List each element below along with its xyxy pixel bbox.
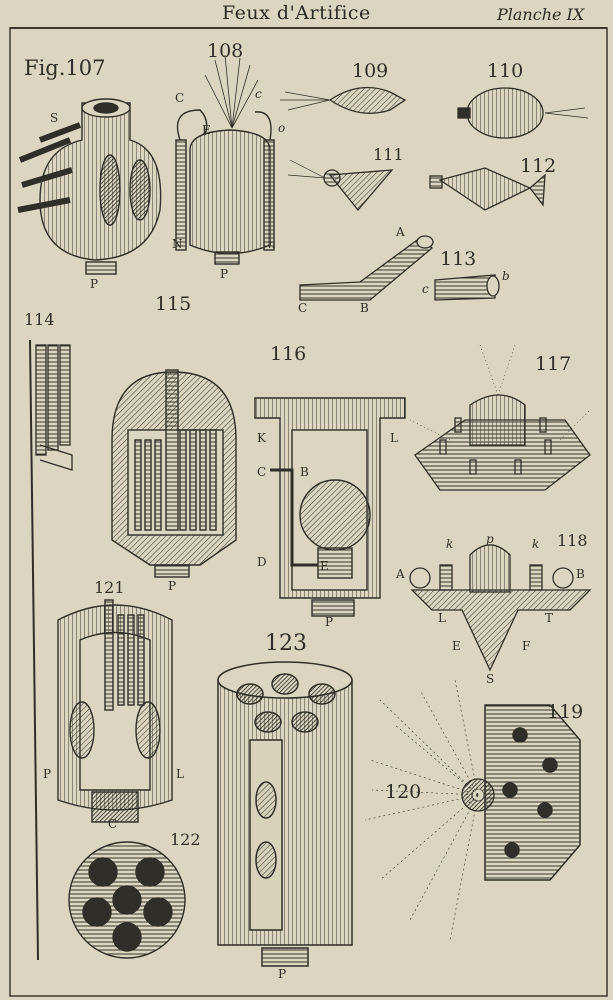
letter-c-small-113: c — [422, 282, 429, 296]
figure-120-label: 120 — [385, 781, 422, 803]
figure-123-label: 123 — [265, 631, 307, 656]
letter-n-108: N — [172, 237, 183, 251]
letter-c-116: C — [257, 465, 267, 479]
fig-113-drawing — [299, 235, 500, 301]
letter-c-small-108: c — [255, 87, 262, 101]
figure-114-label: 114 — [24, 310, 55, 329]
figure-116-label: 116 — [270, 343, 307, 365]
letter-e-108: E — [202, 123, 211, 137]
letter-a-118: A — [396, 567, 405, 581]
fig-111-drawing — [287, 159, 394, 212]
letter-l-118: L — [438, 611, 446, 625]
letter-t-118: T — [545, 611, 554, 625]
figure-112-label: 112 — [520, 155, 557, 177]
letter-o-108: o — [278, 121, 286, 135]
figure-115-label: 115 — [155, 293, 192, 315]
letter-c-108: C — [175, 91, 185, 105]
letter-k-118: k — [446, 537, 454, 551]
letter-l-116: L — [390, 431, 398, 445]
fig-119-drawing — [484, 704, 581, 881]
letter-n-small-108: n — [268, 237, 276, 251]
fig-110-drawing — [457, 87, 589, 139]
fig-116-drawing — [254, 397, 406, 617]
fig-120-drawing — [364, 679, 495, 941]
figure-122-label: 122 — [170, 830, 201, 849]
fig-112-drawing — [429, 167, 546, 211]
figure-110-label: 110 — [487, 60, 524, 82]
letter-p-123: P — [278, 967, 287, 981]
fig-114-drawing — [29, 339, 73, 961]
letter-p-107: P — [90, 277, 99, 291]
figure-108-label: 108 — [207, 40, 244, 62]
fig-107-drawing — [17, 98, 162, 275]
letter-p-121: P — [43, 767, 52, 781]
letter-s-118: S — [486, 672, 495, 686]
fig-108-drawing — [175, 54, 275, 265]
figure-117-label: 117 — [535, 353, 572, 375]
letter-c-113: C — [298, 301, 308, 315]
letter-f-118: F — [522, 639, 531, 653]
letter-k-small-118: k — [532, 537, 540, 551]
letter-k-116: K — [257, 431, 266, 445]
fig-118-drawing — [409, 544, 592, 672]
letter-b-116: B — [300, 465, 309, 479]
figure-121-label: 121 — [94, 578, 125, 597]
letter-e-116: E — [320, 559, 329, 573]
letter-b-small-113: b — [502, 269, 510, 283]
fig-123-drawing — [217, 661, 353, 967]
letter-c-121: C — [108, 817, 118, 831]
letter-p-small-118: p — [486, 532, 494, 546]
letter-b-113: B — [360, 301, 369, 315]
figure-107-label: Fig.107 — [24, 56, 106, 80]
figure-113-label: 113 — [440, 248, 477, 270]
fig-117-drawing — [409, 344, 591, 491]
plate-number: Planche IX — [497, 5, 585, 24]
letter-s-107: S — [50, 111, 59, 125]
plate-title: Feux d'Artifice — [222, 2, 371, 24]
figure-119-label: 119 — [547, 701, 584, 723]
letter-e-118: E — [452, 639, 461, 653]
fig-121-drawing — [57, 599, 173, 823]
figure-118-label: 118 — [557, 531, 588, 550]
letter-p-115: P — [168, 579, 177, 593]
fig-115-drawing — [111, 369, 237, 578]
fig-109-drawing — [280, 86, 407, 114]
letter-b-118: B — [576, 567, 585, 581]
fig-122-drawing — [68, 841, 186, 959]
figure-109-label: 109 — [352, 60, 389, 82]
letter-p-108: P — [220, 267, 229, 281]
letter-d-116: D — [257, 555, 267, 569]
letter-l-121: L — [176, 767, 184, 781]
figure-111-label: 111 — [373, 145, 404, 164]
letter-a-113: A — [396, 225, 405, 239]
letter-p-116: P — [325, 615, 334, 629]
